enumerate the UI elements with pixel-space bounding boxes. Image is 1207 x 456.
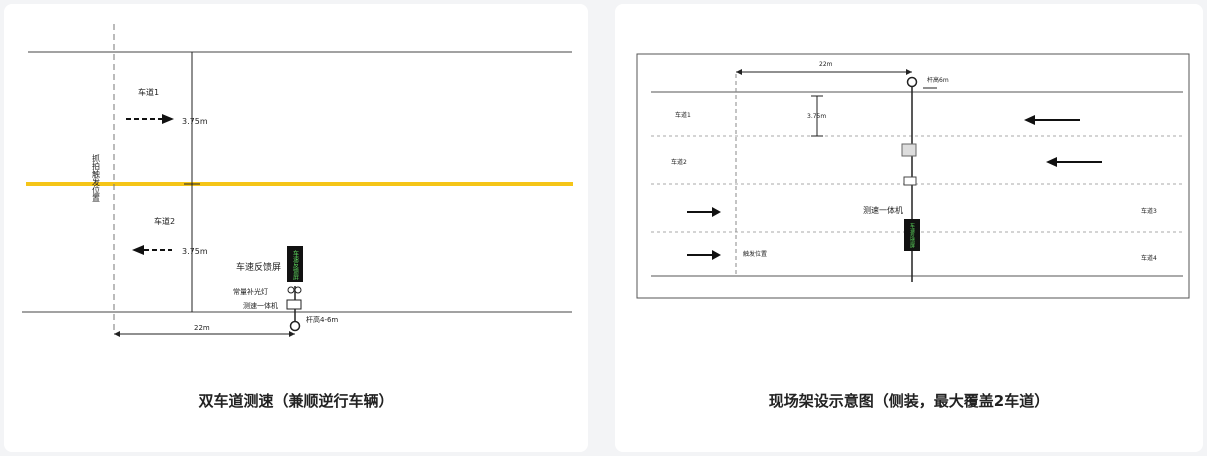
monitor-icon [901,143,917,157]
light-icon [287,286,295,294]
lane3-label: 车道3 [1141,207,1157,215]
feedback-screen-icon [904,219,920,251]
left-caption: 双车道测速（兼顺逆行车辆） [198,392,394,410]
lane4-label: 车道4 [1141,254,1157,262]
pole-height-label: 杆高4-6m [306,315,338,324]
lane1-label: 车道1 [675,111,691,119]
camera-icon [286,299,302,310]
lane2-dimension: 3.75m [182,247,208,256]
pole-height-label: 杆高6m [927,76,949,84]
lane2-arrowhead [132,245,144,255]
left-diagram-card: 车道1 车道2 3.75m 3.75m 抓拍触发位置 车速反馈屏 车速反馈屏 常… [4,4,588,452]
camera-label: 测速一体机 [863,205,903,215]
distance-label: 22m [819,61,833,68]
lane1-dimension: 3.75m [182,117,208,126]
feedback-screen-text: 车速反馈屏 [909,222,915,249]
lane1-arrowhead [162,114,174,124]
lane2-label: 车道2 [671,158,687,166]
pole-top-icon [906,76,918,88]
site-installation-diagram: 22m 杆高6m 3.75m 车道1 车道2 车道3 车道4 测速一体机 车速反… [636,53,1190,299]
camera-icon [903,176,917,186]
trigger-label: 抓拍触发位置 [92,153,101,202]
distance-label: 22m [194,324,210,332]
feedback-screen-text: 车速反馈屏 [292,249,299,281]
light-label: 常量补光灯 [233,287,268,296]
pole-base-icon [289,320,301,332]
feedback-screen-icon [287,246,303,282]
right-diagram-card: 22m 杆高6m 3.75m 车道1 车道2 车道3 车道4 测速一体机 车速反… [615,4,1203,452]
trigger-label: 触发位置 [743,250,767,258]
lane1-label: 车道1 [138,87,159,97]
right-caption: 现场架设示意图（侧装，最大覆盖2车道） [768,392,1050,410]
camera-label: 测速一体机 [243,301,278,310]
lane-dimension-label: 3.75m [807,113,826,120]
lane2-label: 车道2 [154,216,175,226]
feedback-screen-label: 车速反馈屏 [236,261,281,273]
two-lane-speed-diagram: 车道1 车道2 3.75m 3.75m 抓拍触发位置 车速反馈屏 车速反馈屏 常… [22,24,573,337]
diagram-frame [636,53,1190,299]
